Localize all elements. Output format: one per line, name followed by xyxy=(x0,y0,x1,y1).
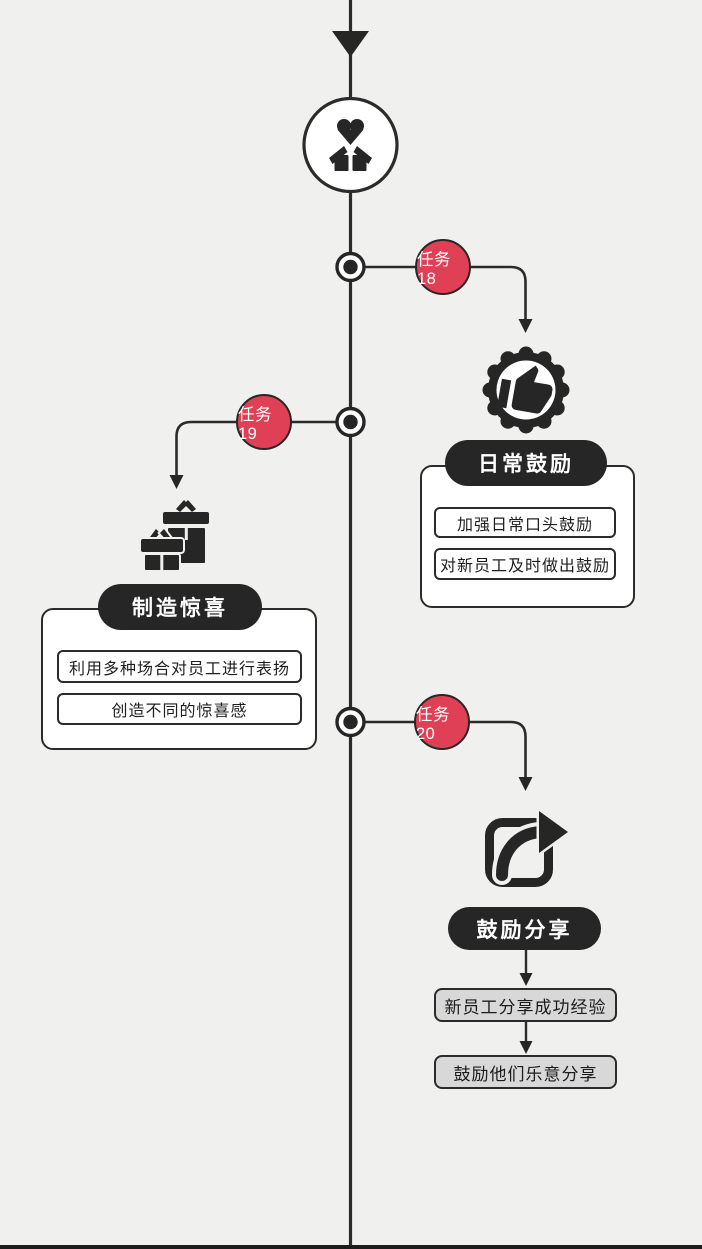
thumbs-up-badge-icon xyxy=(482,346,570,434)
task-badge-18: 任务18 xyxy=(415,239,471,295)
connector-task18-arrow xyxy=(518,319,533,333)
title-pill-encourage-sharing: 鼓励分享 xyxy=(448,907,601,950)
connector-task19 xyxy=(175,420,350,476)
bottom-edge-bar xyxy=(0,1245,702,1249)
connector-task20-arrow xyxy=(518,777,533,791)
step-box: 新员工分享成功经验 xyxy=(434,988,617,1022)
timeline-top-arrow xyxy=(332,31,369,57)
step-box: 鼓励他们乐意分享 xyxy=(434,1055,617,1089)
task-badge-20: 任务20 xyxy=(414,694,470,750)
task-badge-19: 任务19 xyxy=(236,394,292,450)
connector-task20 xyxy=(350,720,527,778)
connector-task19-arrow xyxy=(169,475,184,489)
title-pill-create-surprise: 制造惊喜 xyxy=(98,584,262,630)
detail-item: 加强日常口头鼓励 xyxy=(434,507,616,538)
timeline-node-task20 xyxy=(335,706,366,738)
connector-share-step1-arrow xyxy=(519,973,533,986)
connector-task18 xyxy=(350,265,527,320)
connector-share-step2-arrow xyxy=(519,1041,533,1054)
timeline-node-task19 xyxy=(335,406,366,438)
detail-item: 利用多种场合对员工进行表扬 xyxy=(57,650,302,683)
detail-item: 对新员工及时做出鼓励 xyxy=(434,548,616,580)
timeline-node-task18 xyxy=(335,251,366,283)
detail-item: 创造不同的惊喜感 xyxy=(57,693,302,725)
care-package-icon xyxy=(329,119,372,171)
gift-boxes-icon xyxy=(139,500,209,572)
share-forward-icon xyxy=(485,808,570,887)
title-pill-daily-encouragement: 日常鼓励 xyxy=(445,440,607,486)
